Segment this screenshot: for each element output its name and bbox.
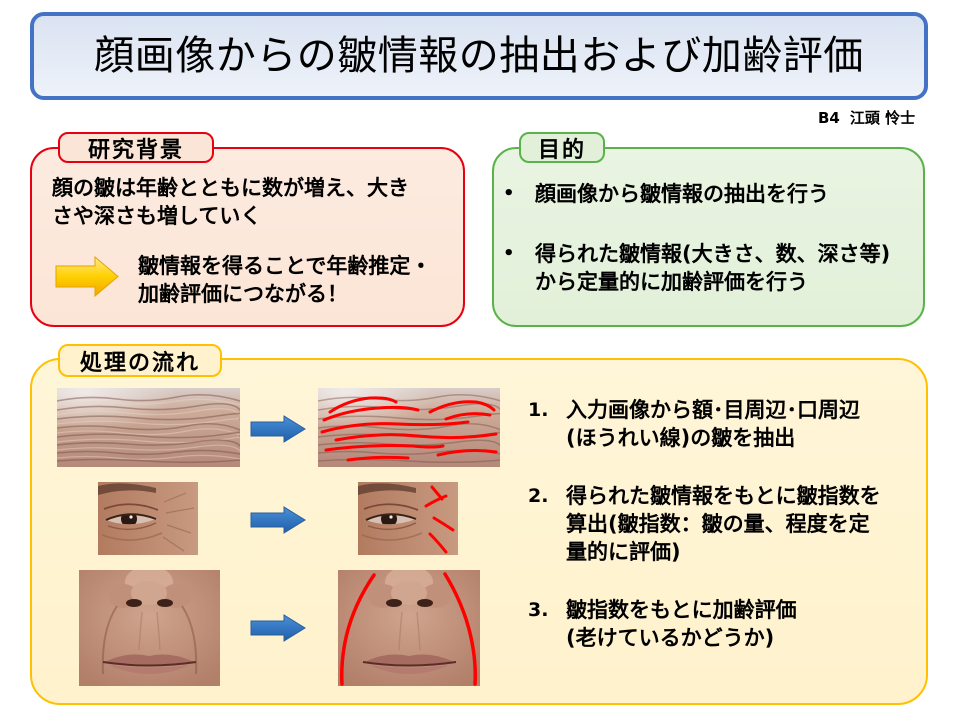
mouth-photo: [79, 570, 220, 686]
eye-wrinkle-result-photo: [358, 482, 458, 555]
detected-wrinkle-lines: [340, 572, 477, 686]
purpose-panel: [492, 147, 925, 327]
author-grade: B4: [818, 109, 840, 127]
step-number: 2.: [528, 485, 549, 507]
forehead-photo: [57, 388, 240, 467]
purpose-item-text: 得られた皺情報(大きさ、数、深さ等) から定量的に加齢評価を行う: [535, 240, 921, 296]
background-panel: [30, 147, 465, 327]
conclusion-text-line: 加齢評価につながる！: [138, 282, 348, 306]
step-number: 1.: [528, 399, 549, 421]
bullet-icon: •: [503, 243, 515, 264]
step-text-line: 算出(皺指数：皺の量、程度を定: [566, 512, 870, 536]
purpose-item: • 得られた皺情報(大きさ、数、深さ等) から定量的に加齢評価を行う: [503, 240, 921, 296]
purpose-item-line: から定量的に加齢評価を行う: [535, 270, 808, 294]
right-arrow-icon: [250, 415, 306, 443]
process-step: 1. 入力画像から額･目周辺･口周辺 (ほうれい線)の皺を抽出: [528, 396, 923, 452]
author-info: B4 江頭 怜士: [818, 107, 915, 129]
purpose-item-line: 得られた皺情報(大きさ、数、深さ等): [535, 242, 891, 266]
purpose-item-line: 顔画像から皺情報の抽出を行う: [535, 182, 829, 206]
background-text: 顔の皺は年齢とともに数が増え、大き さや深さも増していく: [52, 174, 409, 230]
purpose-item: • 顔画像から皺情報の抽出を行う: [503, 180, 921, 208]
step-text-line: 得られた皺情報をもとに皺指数を: [566, 484, 881, 508]
process-tab: 処理の流れ: [58, 344, 222, 377]
bullet-icon: •: [503, 183, 515, 204]
right-arrow-icon: [250, 506, 306, 534]
title-banner: 顔画像からの皺情報の抽出および加齢評価: [30, 12, 928, 100]
step-text-line: 入力画像から額･目周辺･口周辺: [566, 398, 860, 422]
background-text-line: さや深さも増していく: [52, 204, 262, 228]
author-name: 江頭 怜士: [849, 109, 916, 127]
forehead-wrinkle-result-photo: [318, 388, 500, 467]
background-text-line: 顔の皺は年齢とともに数が増え、大き: [52, 176, 409, 200]
step-text-line: (老けているかどうか): [566, 626, 775, 650]
step-text-line: (ほうれい線)の皺を抽出: [566, 426, 796, 450]
step-text: 入力画像から額･目周辺･口周辺 (ほうれい線)の皺を抽出: [566, 396, 923, 452]
eye-photo: [98, 482, 198, 555]
conclusion-text: 皺情報を得ることで年齢推定・ 加齢評価につながる！: [138, 252, 431, 308]
mouth-wrinkle-result-photo: [338, 570, 480, 686]
process-step: 2. 得られた皺情報をもとに皺指数を 算出(皺指数：皺の量、程度を定 量的に評価…: [528, 482, 923, 566]
step-number: 3.: [528, 599, 549, 621]
purpose-tab: 目的: [519, 132, 605, 163]
slide-title: 顔画像からの皺情報の抽出および加齢評価: [94, 33, 864, 79]
right-arrow-icon: [250, 614, 306, 642]
step-text: 皺指数をもとに加齢評価 (老けているかどうか): [566, 596, 923, 652]
conclusion-text-line: 皺情報を得ることで年齢推定・: [138, 254, 432, 278]
step-text-line: 量的に評価): [566, 540, 681, 564]
detected-wrinkle-lines: [424, 485, 455, 554]
purpose-item-text: 顔画像から皺情報の抽出を行う: [535, 180, 921, 208]
detected-wrinkle-lines: [320, 396, 498, 462]
step-text: 得られた皺情報をもとに皺指数を 算出(皺指数：皺の量、程度を定 量的に評価): [566, 482, 923, 566]
background-tab: 研究背景: [58, 132, 214, 163]
step-text-line: 皺指数をもとに加齢評価: [566, 598, 797, 622]
process-step: 3. 皺指数をもとに加齢評価 (老けているかどうか): [528, 596, 923, 652]
right-arrow-icon: [55, 256, 119, 297]
